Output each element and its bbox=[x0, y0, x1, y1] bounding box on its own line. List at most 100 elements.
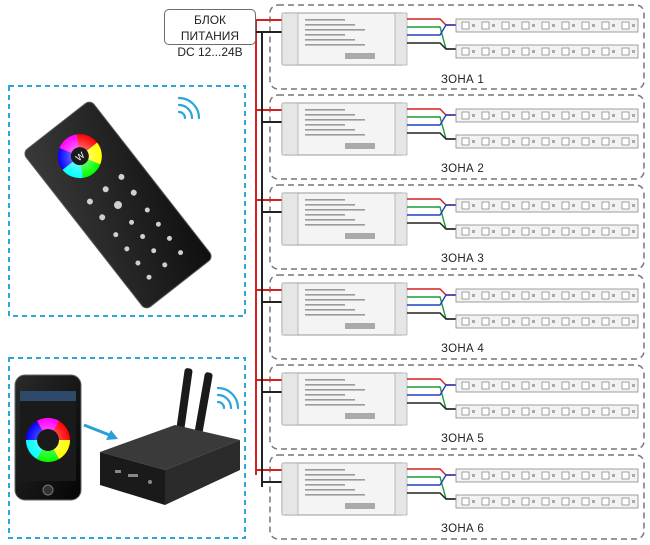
output-wire bbox=[407, 294, 458, 306]
led-chip bbox=[621, 21, 630, 30]
main-power-bus bbox=[255, 19, 270, 487]
led-resistor bbox=[472, 50, 475, 53]
phone-color-wheel-icon bbox=[26, 418, 70, 462]
controller-output-terminal bbox=[394, 372, 408, 426]
led-resistor bbox=[632, 230, 635, 233]
led-chip bbox=[621, 47, 630, 56]
led-resistor bbox=[552, 204, 555, 207]
remote-frame bbox=[8, 85, 246, 317]
led-resistor bbox=[472, 474, 475, 477]
led-chip bbox=[621, 137, 630, 146]
led-resistor bbox=[572, 24, 575, 27]
led-chip bbox=[541, 497, 550, 506]
led-resistor bbox=[612, 140, 615, 143]
zone-label-6: ЗОНА 6 bbox=[441, 523, 485, 535]
led-resistor bbox=[572, 410, 575, 413]
controller-text-line bbox=[305, 479, 365, 481]
controller-input-terminal bbox=[281, 372, 299, 426]
led-resistor bbox=[572, 204, 575, 207]
led-resistor bbox=[512, 500, 515, 503]
hub-wireless-signal-icon bbox=[216, 386, 240, 410]
led-resistor bbox=[612, 204, 615, 207]
led-resistor bbox=[632, 50, 635, 53]
led-resistor bbox=[632, 204, 635, 207]
led-resistor bbox=[592, 474, 595, 477]
led-resistor bbox=[512, 474, 515, 477]
led-chip bbox=[521, 227, 530, 236]
led-chip bbox=[521, 317, 530, 326]
led-resistor bbox=[532, 384, 535, 387]
led-chip bbox=[561, 21, 570, 30]
led-chip bbox=[561, 291, 570, 300]
led-chip bbox=[621, 407, 630, 416]
controller-text-line bbox=[305, 399, 355, 401]
led-chip bbox=[601, 471, 610, 480]
output-wire bbox=[407, 312, 458, 320]
led-chip bbox=[601, 317, 610, 326]
led-resistor bbox=[512, 140, 515, 143]
led-resistor bbox=[532, 474, 535, 477]
led-resistor bbox=[592, 230, 595, 233]
led-resistor bbox=[612, 114, 615, 117]
led-chip bbox=[581, 317, 590, 326]
controller-text-line bbox=[305, 219, 355, 221]
led-chip bbox=[581, 137, 590, 146]
led-chip bbox=[541, 137, 550, 146]
output-wire bbox=[407, 476, 458, 500]
led-chip bbox=[601, 407, 610, 416]
led-chip bbox=[601, 21, 610, 30]
led-chip bbox=[461, 111, 470, 120]
led-resistor bbox=[612, 474, 615, 477]
led-resistor bbox=[552, 114, 555, 117]
led-chip bbox=[561, 201, 570, 210]
zone-frame bbox=[269, 454, 645, 540]
led-resistor bbox=[612, 410, 615, 413]
output-wire bbox=[407, 402, 458, 410]
led-chip bbox=[581, 111, 590, 120]
led-chip bbox=[541, 471, 550, 480]
led-resistor bbox=[492, 294, 495, 297]
led-chip bbox=[621, 381, 630, 390]
led-chip bbox=[521, 497, 530, 506]
led-chip bbox=[601, 227, 610, 236]
led-resistor bbox=[632, 500, 635, 503]
led-resistor bbox=[592, 204, 595, 207]
led-resistor bbox=[592, 50, 595, 53]
controller-text-line bbox=[305, 124, 345, 126]
zone-label-2: ЗОНА 2 bbox=[441, 163, 485, 175]
led-resistor bbox=[592, 500, 595, 503]
led-resistor bbox=[532, 50, 535, 53]
zone-2 bbox=[256, 94, 645, 180]
led-chip bbox=[481, 497, 490, 506]
output-wire bbox=[407, 114, 458, 126]
led-resistor bbox=[552, 24, 555, 27]
led-resistor bbox=[532, 320, 535, 323]
led-chip bbox=[461, 201, 470, 210]
led-chip bbox=[581, 471, 590, 480]
led-chip bbox=[541, 21, 550, 30]
led-resistor bbox=[552, 230, 555, 233]
led-chip bbox=[501, 227, 510, 236]
output-wire bbox=[407, 468, 458, 476]
led-resistor bbox=[632, 24, 635, 27]
controller-text-line bbox=[305, 489, 355, 491]
led-chip bbox=[481, 201, 490, 210]
led-chip bbox=[501, 47, 510, 56]
wifi-hub bbox=[100, 368, 240, 505]
led-chip bbox=[601, 201, 610, 210]
output-wire bbox=[407, 378, 458, 386]
controller-text-line bbox=[305, 34, 345, 36]
controller-output-terminal bbox=[394, 282, 408, 336]
led-chip bbox=[561, 227, 570, 236]
controller-text-line bbox=[305, 134, 365, 136]
led-chip bbox=[521, 201, 530, 210]
output-wire bbox=[407, 206, 458, 230]
controller-text-line bbox=[305, 24, 355, 26]
led-chip bbox=[581, 21, 590, 30]
led-chip bbox=[461, 407, 470, 416]
led-chip bbox=[481, 47, 490, 56]
led-resistor bbox=[572, 294, 575, 297]
led-chip bbox=[461, 137, 470, 146]
led-chip bbox=[541, 201, 550, 210]
zone-label-1: ЗОНА 1 bbox=[441, 74, 485, 86]
